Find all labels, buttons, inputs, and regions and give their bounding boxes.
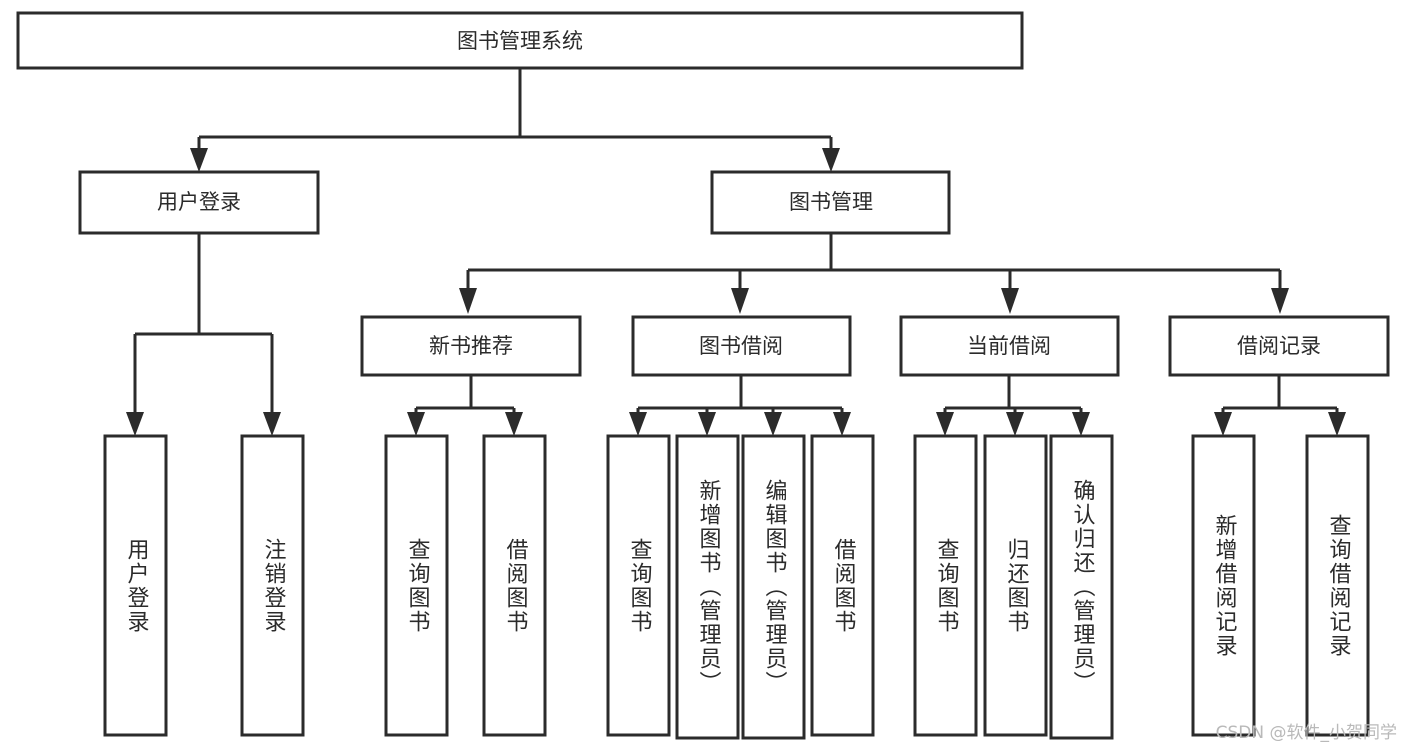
arrowhead-new-book — [459, 288, 477, 314]
arrowhead-bb-query — [629, 412, 647, 436]
leaf-box-logout[interactable] — [240, 434, 305, 737]
arrowhead-cb-confirm — [1072, 412, 1090, 436]
node-new-book-recommend-label: 新书推荐 — [429, 334, 513, 358]
node-current-borrow-box[interactable] — [899, 315, 1120, 377]
node-borrow-records-label: 借阅记录 — [1237, 334, 1321, 358]
leaf-boxes-book-borrow — [606, 434, 875, 740]
node-borrow-records-box[interactable] — [1168, 315, 1390, 377]
leaf-box-bb-edit-book[interactable] — [741, 434, 806, 740]
arrowhead-bb-edit — [764, 412, 782, 436]
leaf-box-bb-borrow-book[interactable] — [810, 434, 875, 737]
arrowhead-borrow-records — [1271, 288, 1289, 314]
arrowhead-user-login — [190, 148, 208, 172]
node-user-login-box[interactable] — [78, 170, 320, 235]
connectors-borrow-records-to-leaves — [1214, 375, 1346, 436]
node-book-management-label: 图书管理 — [789, 190, 873, 214]
node-user-login-label: 用户登录 — [157, 190, 241, 214]
leaf-box-br-query-record[interactable] — [1305, 434, 1370, 737]
leaf-box-bb-query-book[interactable] — [606, 434, 671, 737]
connectors-book-borrow-to-leaves — [629, 375, 851, 436]
node-root-box[interactable] — [16, 11, 1024, 70]
arrowhead-bb-borrow — [833, 412, 851, 436]
leaf-box-cb-return-book[interactable] — [983, 434, 1048, 737]
node-current-borrow-label: 当前借阅 — [967, 334, 1051, 358]
node-book-borrow-box[interactable] — [631, 315, 852, 377]
connectors-new-book-to-leaves — [407, 375, 523, 436]
node-current-borrow[interactable]: 当前借阅 — [899, 315, 1120, 377]
arrowhead-leaf-user-login — [126, 412, 144, 436]
node-root-label: 图书管理系统 — [457, 29, 583, 53]
leaf-box-nb-query-book[interactable] — [384, 434, 449, 737]
arrowhead-book-borrow — [731, 288, 749, 314]
node-new-book-recommend-box[interactable] — [360, 315, 582, 377]
arrowhead-cb-query — [936, 412, 954, 436]
arrowhead-nb-borrow — [505, 412, 523, 436]
node-book-borrow[interactable]: 图书借阅 — [631, 315, 852, 377]
arrowhead-cb-return — [1006, 412, 1024, 436]
arrowhead-leaf-logout — [263, 412, 281, 436]
arrowhead-nb-query — [407, 412, 425, 436]
arrowhead-br-query — [1328, 412, 1346, 436]
leaf-boxes-current-borrow — [913, 434, 1114, 740]
node-borrow-records[interactable]: 借阅记录 — [1168, 315, 1390, 377]
node-user-login[interactable]: 用户登录 — [78, 170, 320, 235]
node-book-borrow-label: 图书借阅 — [699, 334, 783, 358]
connectors-root-to-level2 — [190, 68, 840, 172]
leaf-box-br-add-record[interactable] — [1191, 434, 1256, 737]
arrowhead-current-borrow — [1001, 288, 1019, 314]
leaf-box-nb-borrow-book[interactable] — [482, 434, 547, 737]
node-new-book-recommend[interactable]: 新书推荐 — [360, 315, 582, 377]
leaf-box-cb-confirm-return[interactable] — [1049, 434, 1114, 740]
node-book-management[interactable]: 图书管理 — [710, 170, 951, 235]
arrowhead-book-mgmt — [822, 148, 840, 172]
leaf-box-user-login[interactable] — [103, 434, 168, 737]
node-book-management-box[interactable] — [710, 170, 951, 235]
watermark-label: CSDN @软件_小贺同学 — [1215, 723, 1397, 743]
connectors-user-login-to-leaves — [126, 233, 281, 436]
connectors-book-mgmt-to-level3 — [459, 233, 1289, 314]
arrowhead-bb-add — [698, 412, 716, 436]
leaf-box-cb-query-book[interactable] — [913, 434, 978, 737]
arrowhead-br-add — [1214, 412, 1232, 436]
leaf-box-bb-add-book[interactable] — [675, 434, 740, 740]
leaf-boxes-user-login — [103, 434, 305, 737]
leaf-boxes-borrow-records — [1191, 434, 1370, 737]
leaf-boxes-new-book-recommend — [384, 434, 547, 737]
connectors-current-borrow-to-leaves — [936, 375, 1090, 436]
node-root[interactable]: 图书管理系统 — [16, 11, 1024, 70]
